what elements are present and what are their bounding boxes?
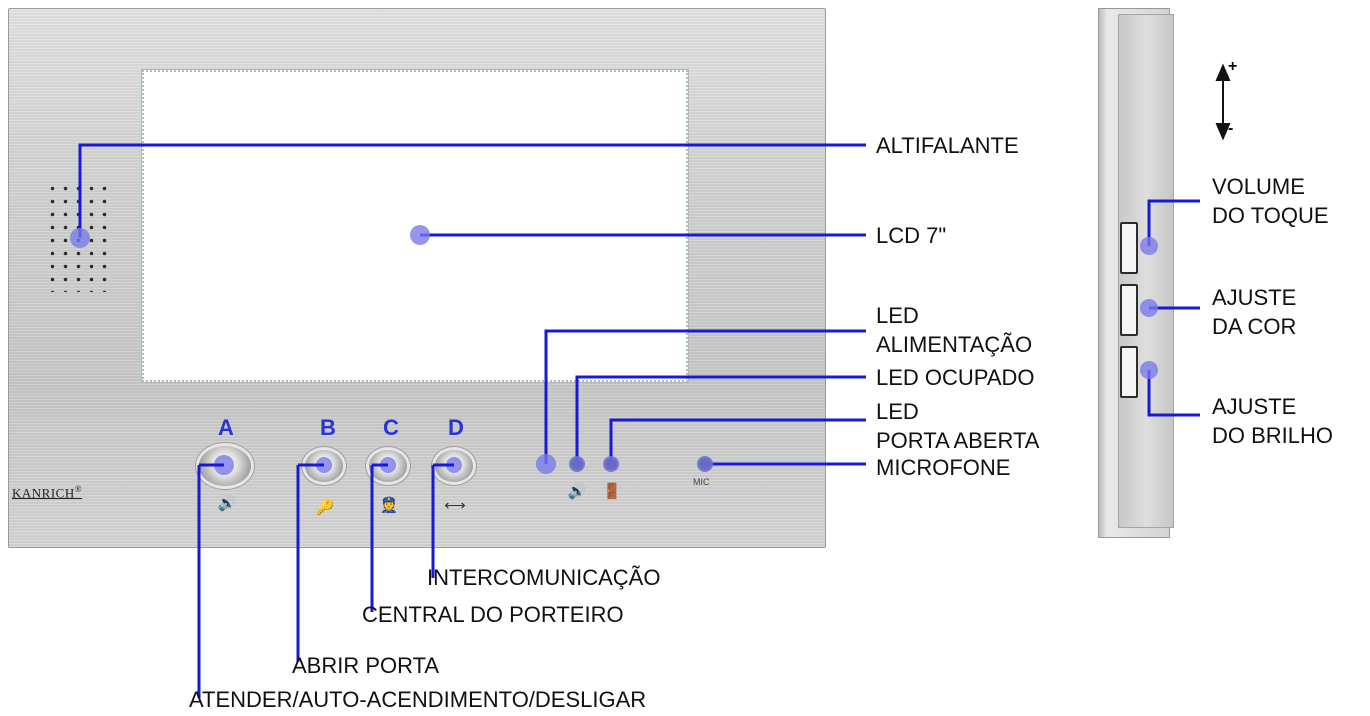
label-lcd: LCD 7" (876, 223, 947, 248)
button-c-letter: C (383, 415, 399, 440)
marker-brilho (1140, 361, 1158, 379)
leader-porta (609, 418, 866, 464)
marker-altifalante (70, 228, 90, 248)
brand-logo: KANRICH® (12, 484, 83, 501)
marker-volume (1140, 237, 1158, 255)
door-icon: 🚪 (602, 483, 622, 500)
label-central: CENTRAL DO PORTEIRO (362, 602, 624, 627)
leader-altifalante (78, 143, 866, 238)
leader-volume (1147, 199, 1200, 246)
brightness-wheel[interactable] (1120, 346, 1138, 398)
intercom-icon: ⟷ (444, 497, 466, 514)
button-b-letter: B (320, 415, 336, 440)
marker-cor (1140, 299, 1158, 317)
leader-ocupado (575, 375, 866, 464)
marker-porta (603, 456, 619, 472)
marker-alimentacao (536, 454, 556, 474)
key-icon: 🔑 (315, 499, 335, 516)
volume-plus-sign: + (1228, 58, 1238, 75)
label-led-ocupado: LED OCUPADO (876, 365, 1035, 390)
volume-wheel[interactable] (1120, 222, 1138, 274)
label-microfone: MICROFONE (876, 455, 1011, 480)
guard-icon: 👮 (379, 497, 399, 514)
marker-lcd (410, 225, 430, 245)
label-atender: ATENDER/AUTO-ACENDIMENTO/DESLIGAR (189, 687, 647, 712)
label-intercomunicacao: INTERCOMUNICAÇÃO (427, 565, 661, 590)
marker-microfone (697, 456, 713, 472)
marker-ocupado (569, 456, 585, 472)
speaker-icon: 🔊 (217, 495, 237, 512)
label-altifalante: ALTIFALANTE (876, 133, 1019, 158)
color-wheel[interactable] (1120, 284, 1138, 336)
mic-label: MIC (693, 477, 710, 487)
leader-alimentacao (544, 329, 866, 464)
busy-speaker-icon: 🔊 (567, 483, 587, 500)
button-d-letter: D (448, 415, 464, 440)
volume-minus-sign: - (1228, 120, 1234, 137)
button-a-letter: A (218, 415, 234, 440)
leader-brilho (1147, 370, 1200, 417)
label-abrir-porta: ABRIR PORTA (292, 653, 440, 678)
